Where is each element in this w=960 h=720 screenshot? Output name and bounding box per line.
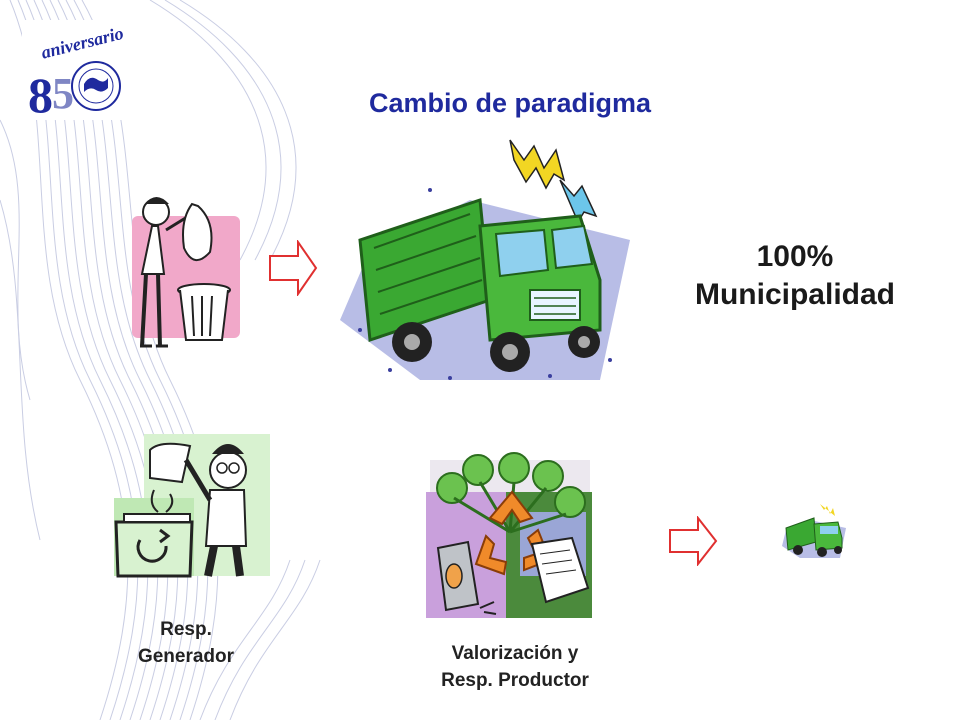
producer-label: Valorización y Resp. Productor: [400, 640, 630, 694]
municipality-label: 100% Municipalidad: [660, 238, 930, 314]
producer-line1: Valorización y: [451, 643, 579, 664]
slide-title: Cambio de paradigma: [368, 88, 652, 118]
arrow-right-icon: [669, 516, 718, 566]
garbage-truck-icon: [340, 139, 630, 380]
recycling-man-icon: [114, 434, 270, 578]
arrow-right-icon: [269, 240, 318, 296]
woman-trash-bag-icon: [132, 197, 240, 348]
anniversary-logo: aniversario 8 5: [22, 20, 134, 123]
generator-label: Resp. Generador: [106, 616, 266, 670]
recycling-collage-icon: [426, 452, 592, 618]
generator-line2: Generador: [137, 646, 235, 667]
small-garbage-truck-icon: [782, 504, 846, 558]
svg-text:8: 8: [28, 67, 53, 120]
generator-line1: Resp.: [160, 619, 212, 640]
producer-line2: Resp. Productor: [441, 670, 589, 691]
percent-text: 100%: [756, 240, 834, 273]
municipality-text: Municipalidad: [694, 278, 895, 311]
svg-text:5: 5: [52, 69, 74, 118]
